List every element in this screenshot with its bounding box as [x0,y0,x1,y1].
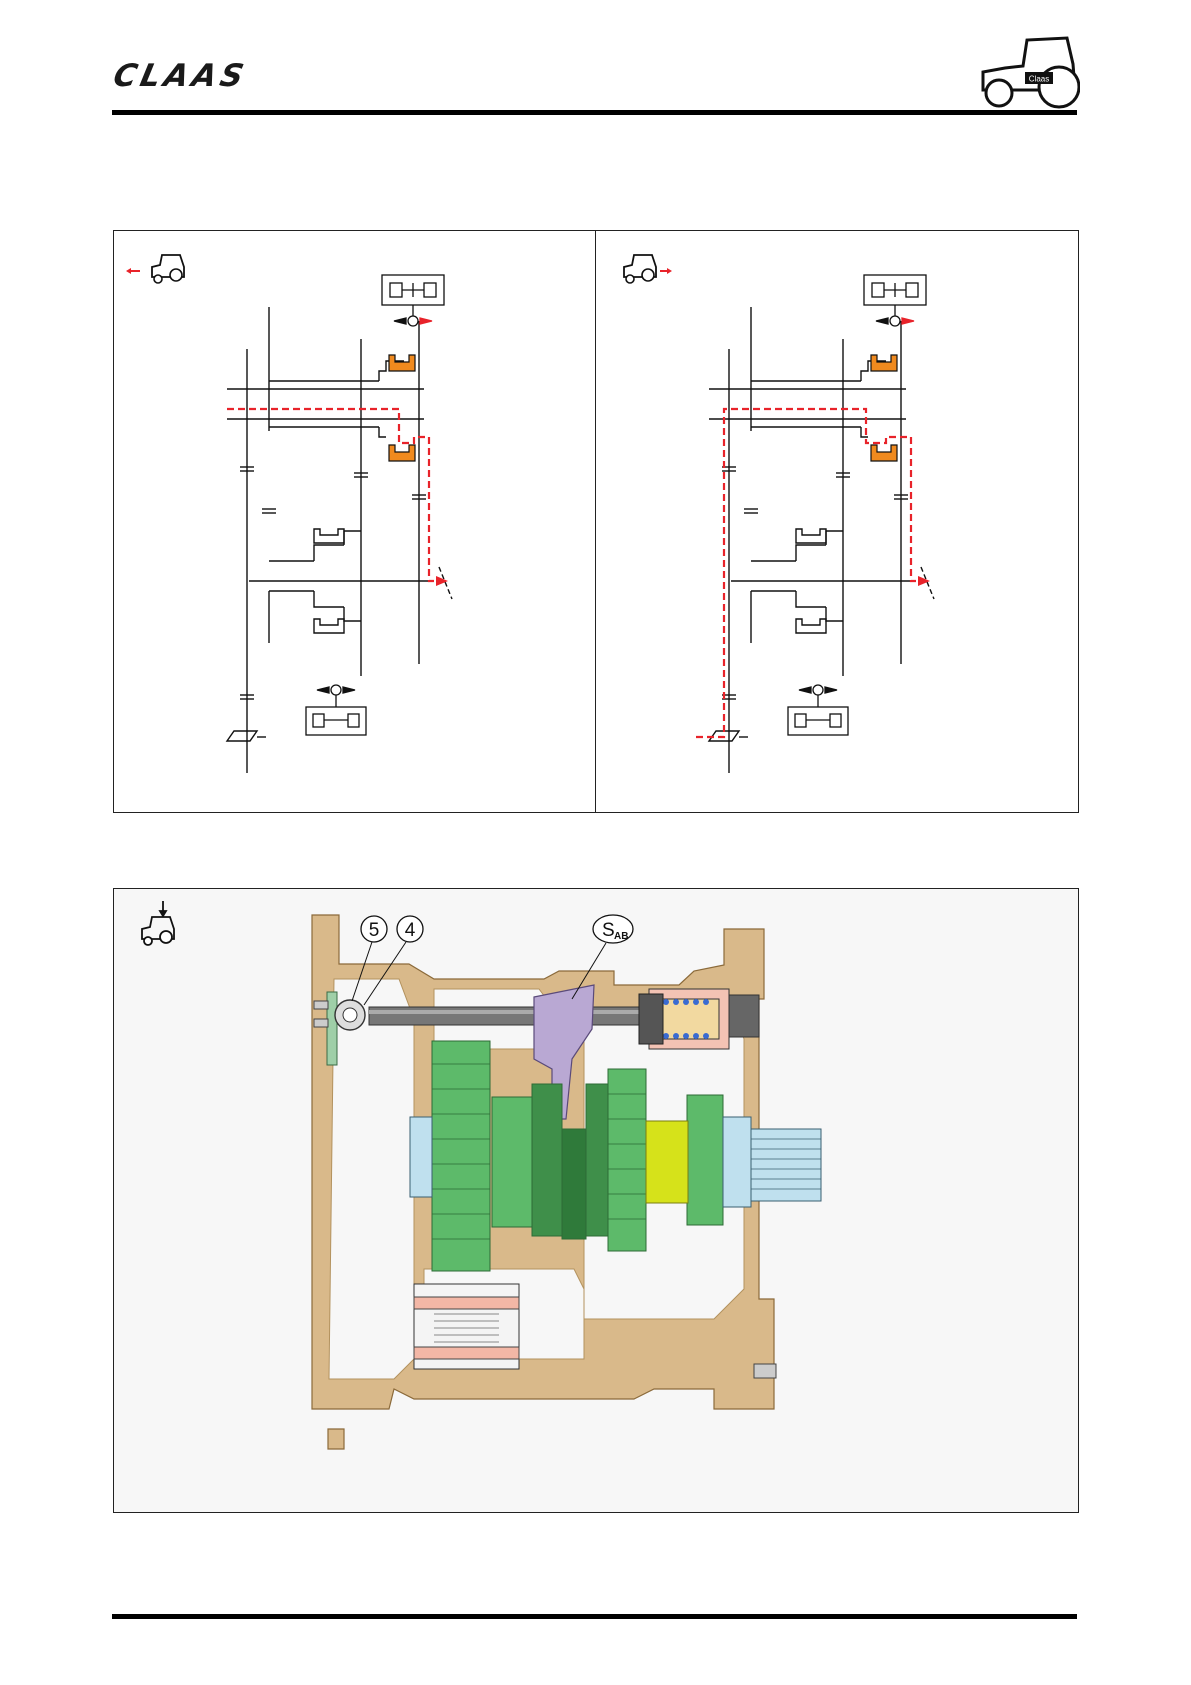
svg-text:AB: AB [614,931,628,942]
header-rule [112,110,1077,115]
tractor-top-down-icon [142,901,174,945]
schematic-panel [113,230,1079,813]
footer-rule [112,1614,1077,1619]
brand-logo: CLAAS [110,58,250,94]
schematic-reverse [114,231,595,812]
tractor-logo-icon: Claas [975,30,1080,110]
tractor-reverse-icon [126,255,184,283]
shift-actuator-top [864,275,926,326]
svg-text:S: S [602,920,615,941]
power-flow-path [227,409,434,581]
dog-clutch-upper [389,355,415,371]
svg-text:4: 4 [405,920,416,941]
output-spline [751,1129,821,1201]
tractor-logo-label: Claas [1029,75,1049,84]
dog-clutch-lower [389,445,415,461]
dog-clutch-lower [871,445,897,461]
section-view-panel: 5 4 S AB [113,888,1079,1513]
svg-text:5: 5 [369,920,380,941]
spring-detent [639,989,729,1049]
shift-actuator-bottom [788,685,848,735]
schematic-forward [596,231,1077,812]
dog-clutch-upper [871,355,897,371]
shift-actuator-top [382,275,444,326]
sliding-hub [646,1121,688,1203]
tractor-forward-icon [624,255,672,283]
gearbox-section-drawing: 5 4 S AB [114,889,1078,1512]
shift-actuator-bottom [306,685,366,735]
